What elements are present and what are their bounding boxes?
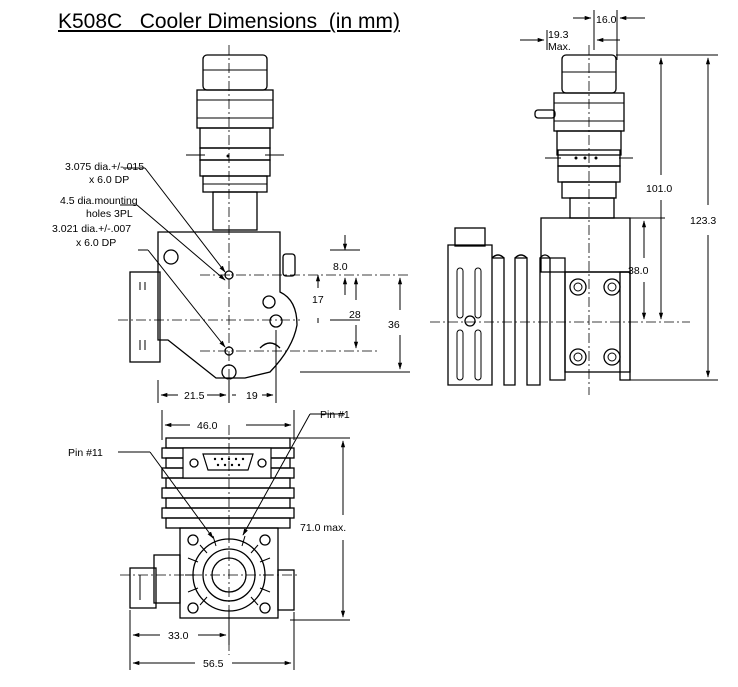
- dim-46: 46.0: [197, 420, 218, 432]
- dim-19-3: 19.3: [548, 29, 569, 41]
- hole2-label-line2: holes 3PL: [86, 208, 133, 220]
- bottom-view: [118, 410, 350, 670]
- hole1-label-line2: x 6.0 DP: [89, 174, 129, 186]
- dim-17: 17: [312, 294, 324, 306]
- hole2-label-line1: 4.5 dia.mounting: [60, 195, 138, 207]
- dim-21-5: 21.5: [184, 390, 205, 402]
- dim-33: 33.0: [168, 630, 189, 642]
- dim-101: 101.0: [646, 183, 672, 195]
- hole3-label-line1: 3.021 dia.+/-.007: [52, 223, 131, 235]
- hole1-label-line1: 3.075 dia.+/-.015: [65, 161, 144, 173]
- dim-36: 36: [388, 319, 400, 331]
- pin1-label: Pin #1: [320, 409, 350, 421]
- side-view: [430, 10, 718, 395]
- hole3-label-line2: x 6.0 DP: [76, 237, 116, 249]
- dim-123-3: 123.3: [690, 215, 716, 227]
- dim-28: 28: [349, 309, 361, 321]
- drawing-title: K508C Cooler Dimensions (in mm): [58, 10, 400, 33]
- dim-max-label: Max.: [548, 41, 571, 53]
- dim-16: 16.0: [596, 14, 617, 26]
- dim-19: 19: [246, 390, 258, 402]
- pin11-label: Pin #11: [68, 447, 103, 459]
- front-view: [118, 45, 410, 403]
- dim-8: 8.0: [333, 261, 348, 273]
- dim-56-5: 56.5: [203, 658, 224, 670]
- dim-38: 38.0: [628, 265, 649, 277]
- dim-71: 71.0 max.: [300, 522, 346, 534]
